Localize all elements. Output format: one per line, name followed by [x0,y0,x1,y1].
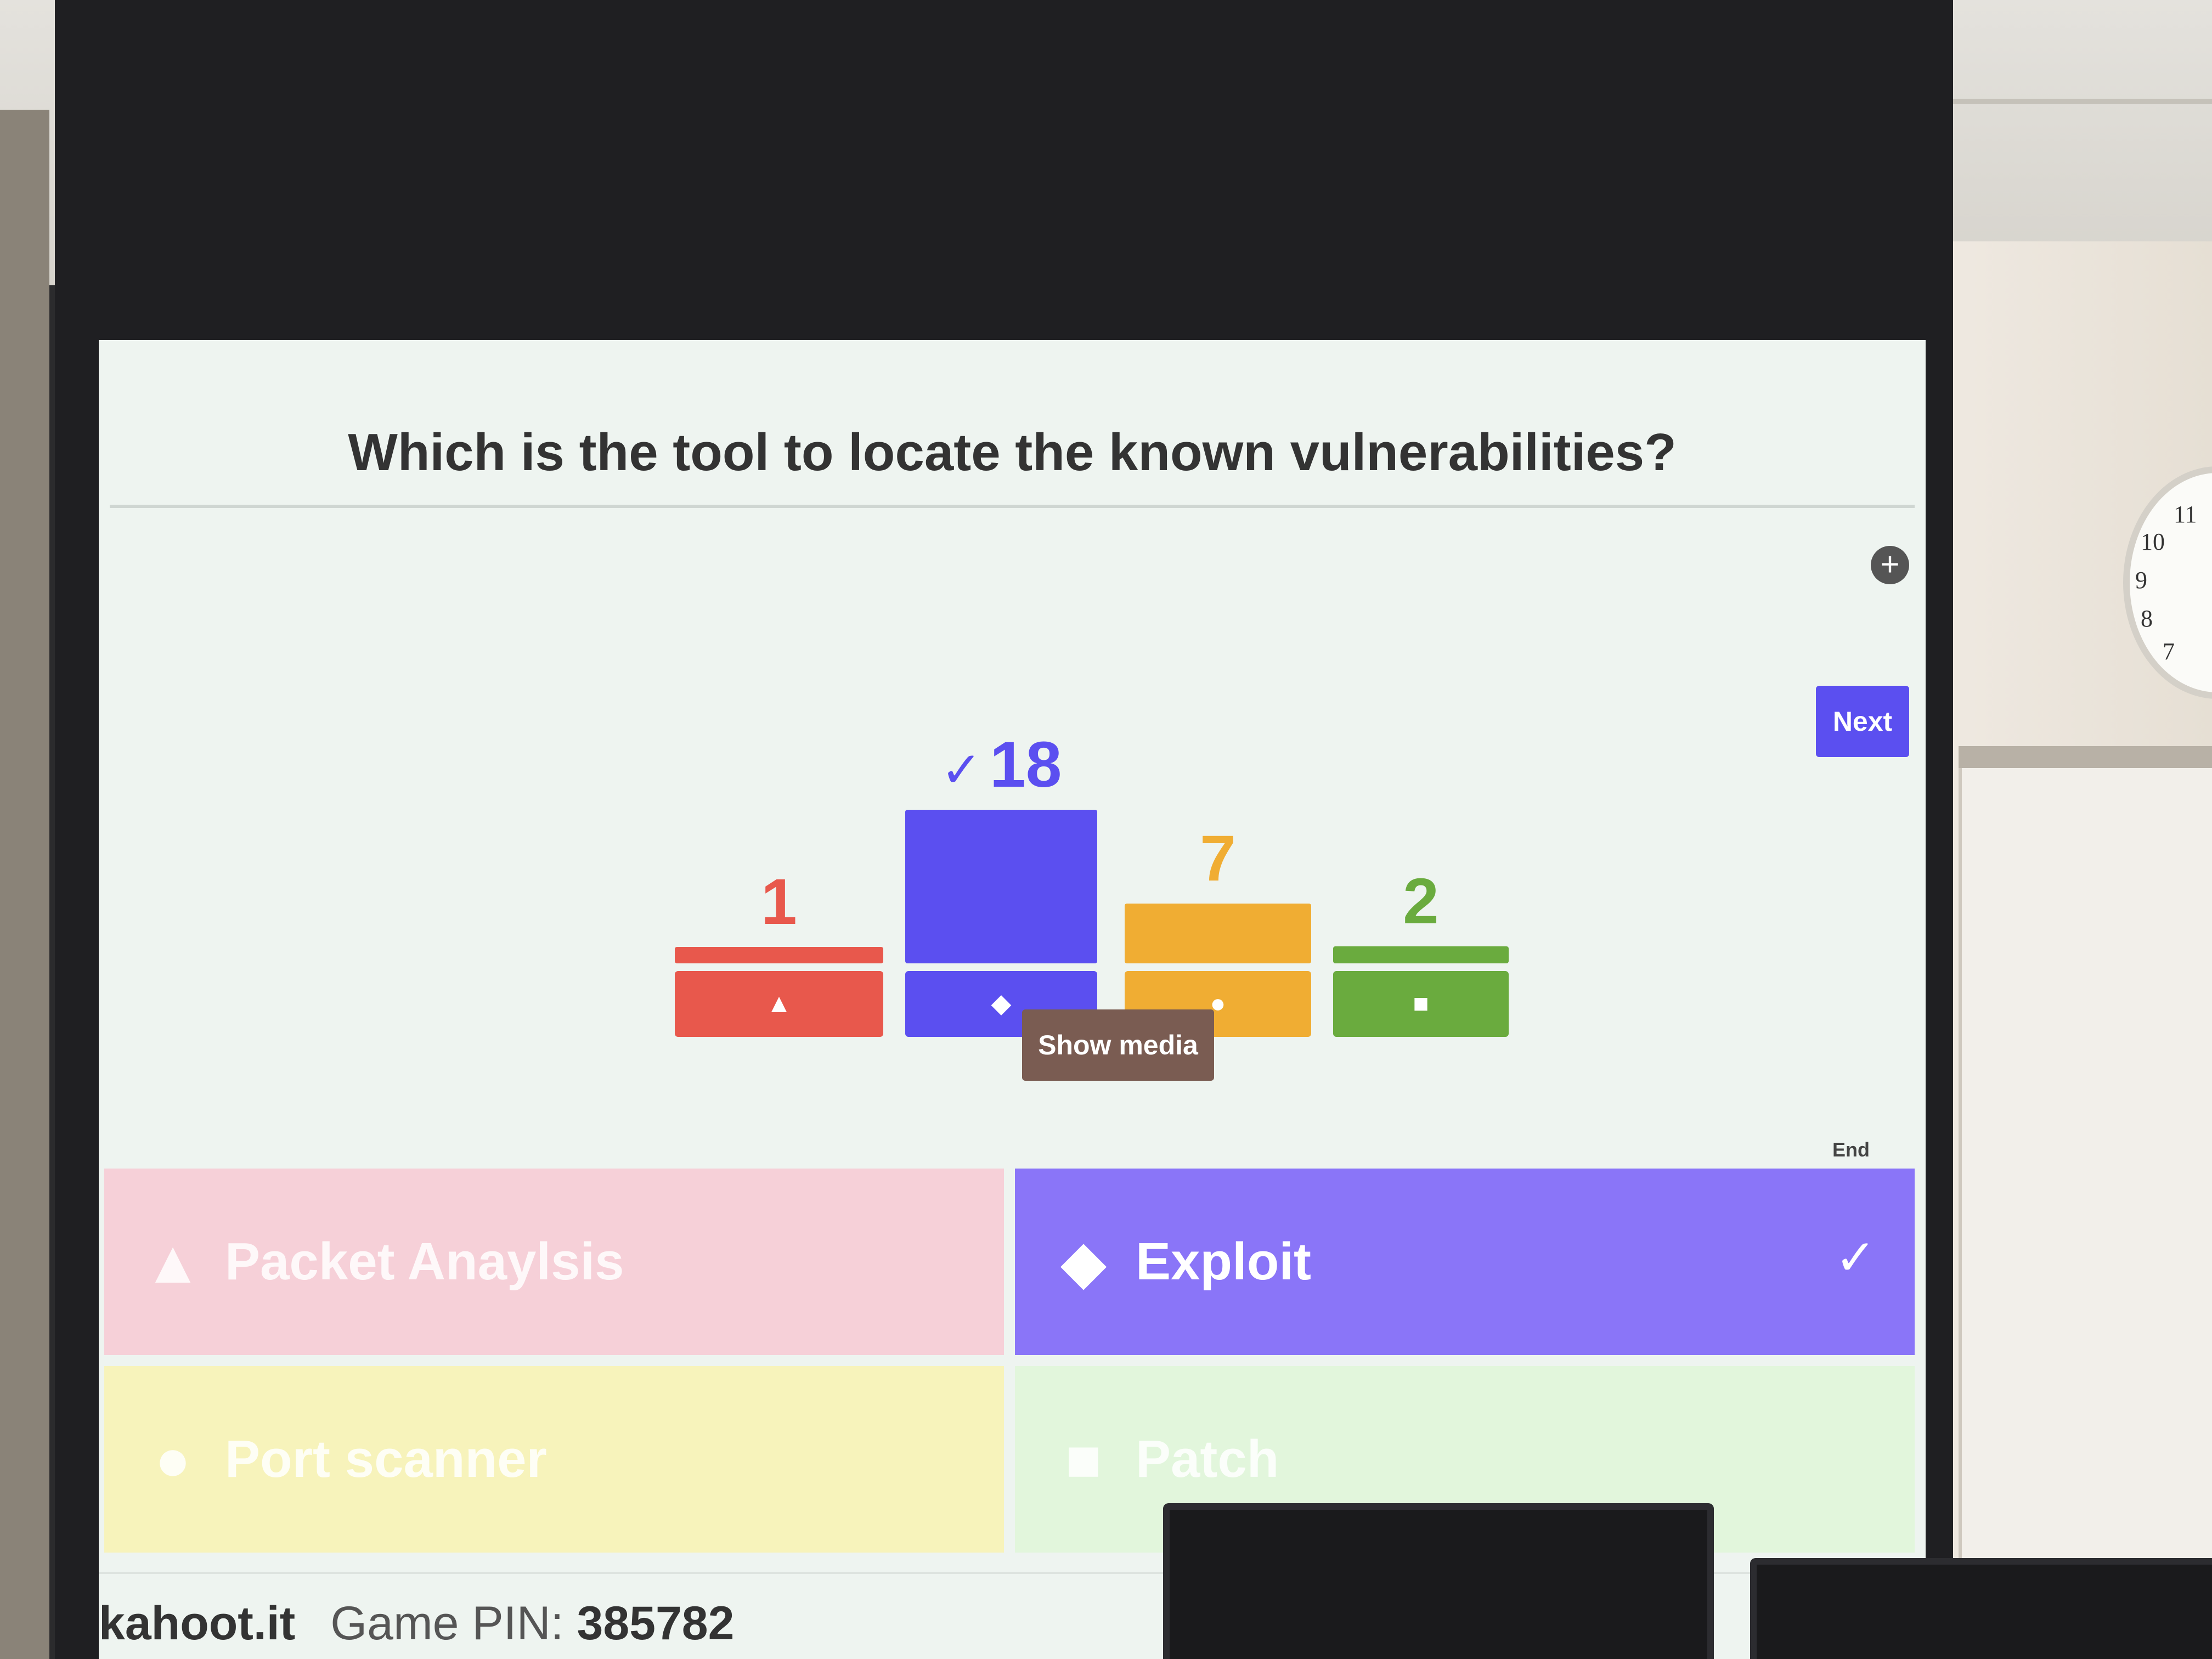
clock-number: 9 [2135,566,2147,594]
answer-exploit: ◆ Exploit ✓ [1015,1169,1915,1355]
answer-label: Exploit [1136,1232,1311,1292]
game-pin: 385782 [577,1597,734,1650]
circle-icon: ● [137,1425,208,1494]
result-bar-group: 1▲ [675,647,883,1064]
result-bar-group: ✓18◆ [905,647,1097,1064]
result-count: 1 [675,865,883,939]
result-count-value: 1 [761,866,797,938]
question-divider [110,505,1915,508]
question-title: Which is the tool to locate the known vu… [99,422,1926,483]
result-bar-base: ▲ [675,971,883,1037]
answer-label: Patch [1136,1429,1279,1489]
answer-label: Port scanner [225,1429,547,1489]
square-icon: ■ [1048,1425,1119,1494]
result-bar-group: 7● [1125,647,1311,1064]
kahoot-screen: Which is the tool to locate the known vu… [99,340,1926,1659]
whiteboard [1959,768,2212,1580]
foreground-monitor [1750,1558,2212,1659]
clock-number: 8 [2141,605,2153,633]
answer-port-scanner: ● Port scanner [104,1366,1004,1553]
result-count-value: 18 [990,729,1062,801]
game-pin-label: Game PIN: [330,1597,563,1650]
left-wall [0,110,49,1659]
answer-packet-anaylsis: ▲ Packet Anaylsis [104,1169,1004,1355]
result-count: 7 [1125,821,1311,896]
plus-icon[interactable]: + [1871,546,1909,584]
show-media-button[interactable]: Show media [1022,1009,1214,1081]
whiteboard-rail [1959,746,2212,768]
check-icon: ✓ [1835,1229,1876,1286]
check-icon: ✓ [941,743,982,798]
diamond-icon: ◆ [1048,1227,1119,1297]
result-count-value: 7 [1200,822,1236,895]
result-count-value: 2 [1403,865,1439,938]
kahoot-brand: kahoot.it [99,1597,295,1650]
result-bar [1125,904,1311,963]
clock-number: 10 [2141,528,2165,556]
result-bar [675,947,883,963]
answers-grid: ▲ Packet Anaylsis ◆ Exploit ✓ ● Port sca… [104,1169,1915,1558]
result-bar-base: ■ [1333,971,1509,1037]
foreground-monitor [1163,1503,1714,1659]
result-bar [905,810,1097,963]
next-button[interactable]: Next [1816,686,1909,757]
result-count: 2 [1333,864,1509,939]
clock-number: 7 [2163,637,2175,665]
answer-label: Packet Anaylsis [225,1232,624,1292]
result-bar-group: 2■ [1333,647,1509,1064]
results-chart: 1▲✓18◆7●2■ [675,647,1553,1064]
result-count: ✓18 [905,727,1097,802]
triangle-icon: ▲ [137,1227,208,1297]
result-bar [1333,946,1509,963]
footer: kahoot.it Game PIN: 385782 [99,1596,734,1651]
clock-number: 11 [2174,500,2197,528]
